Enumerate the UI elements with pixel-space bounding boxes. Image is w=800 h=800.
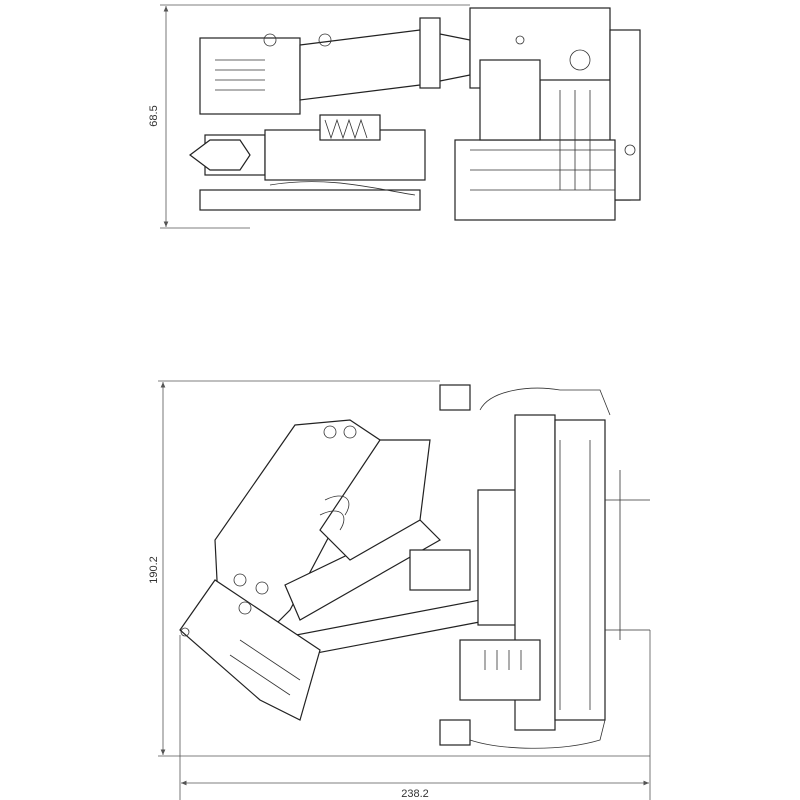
bottom-view-width-dimension: 238.2 [179, 630, 651, 800]
bottom-view-height-dimension: 190.2 [148, 380, 650, 757]
dimension-label-68-5: 68.5 [148, 105, 160, 126]
bottom-view: 190.2 238.2 [148, 380, 651, 800]
top-view-crane [189, 7, 641, 221]
dimension-label-190-2: 190.2 [148, 556, 160, 584]
dimension-label-238-2: 238.2 [401, 788, 429, 800]
top-view-dimension: 68.5 [148, 4, 470, 229]
top-view: 68.5 [148, 4, 641, 229]
bottom-view-crane [179, 384, 650, 749]
